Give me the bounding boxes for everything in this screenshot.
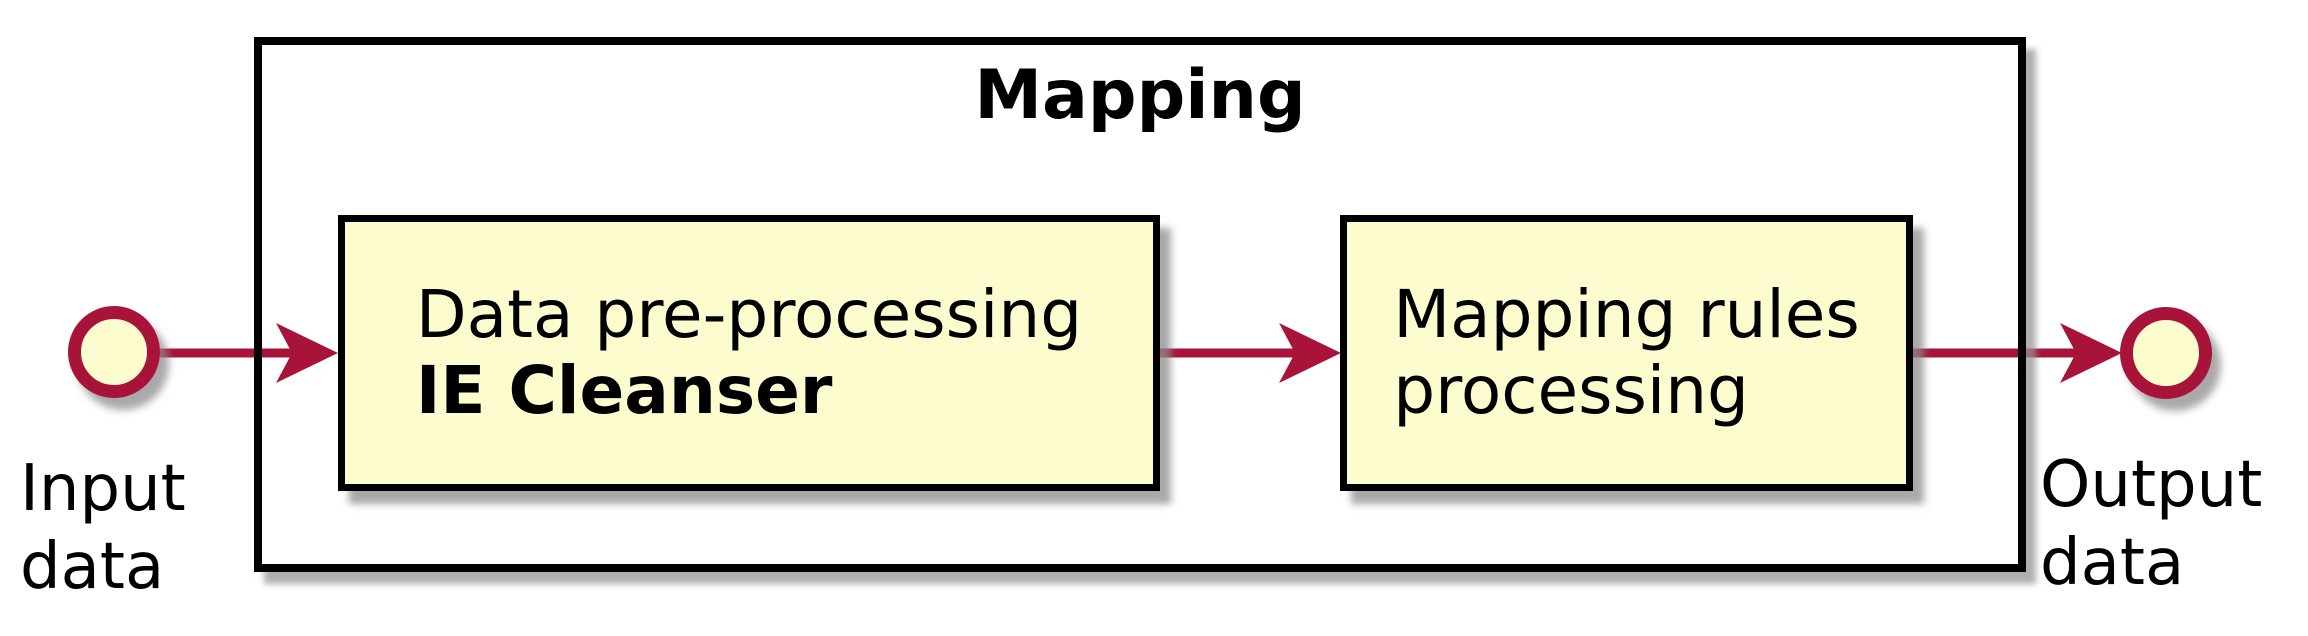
partition-title: Mapping	[974, 56, 1306, 135]
activity-mapping-rules-processing: Mapping rules processing	[1340, 215, 1913, 491]
input-data-label: Input data	[20, 452, 186, 604]
arrow-preprocessing-to-rules	[1160, 323, 1341, 383]
activity-text: Data pre-processing IE Cleanser	[416, 277, 1082, 429]
arrow-input-to-preprocessing	[160, 323, 338, 383]
activity-line-2: IE Cleanser	[415, 352, 833, 429]
activity-line-2: processing	[1393, 352, 1749, 429]
input-start-node	[68, 306, 160, 398]
mapping-partition-frame: Mapping	[254, 37, 2026, 572]
activity-line-1: Mapping rules	[1393, 276, 1860, 353]
activity-text: Mapping rules processing	[1393, 277, 1860, 429]
output-data-label: Output data	[2040, 448, 2263, 600]
output-end-node	[2120, 307, 2212, 399]
activity-line-1: Data pre-processing	[415, 276, 1083, 353]
activity-data-pre-processing: Data pre-processing IE Cleanser	[338, 215, 1160, 491]
arrow-rules-to-output	[1913, 323, 2122, 383]
